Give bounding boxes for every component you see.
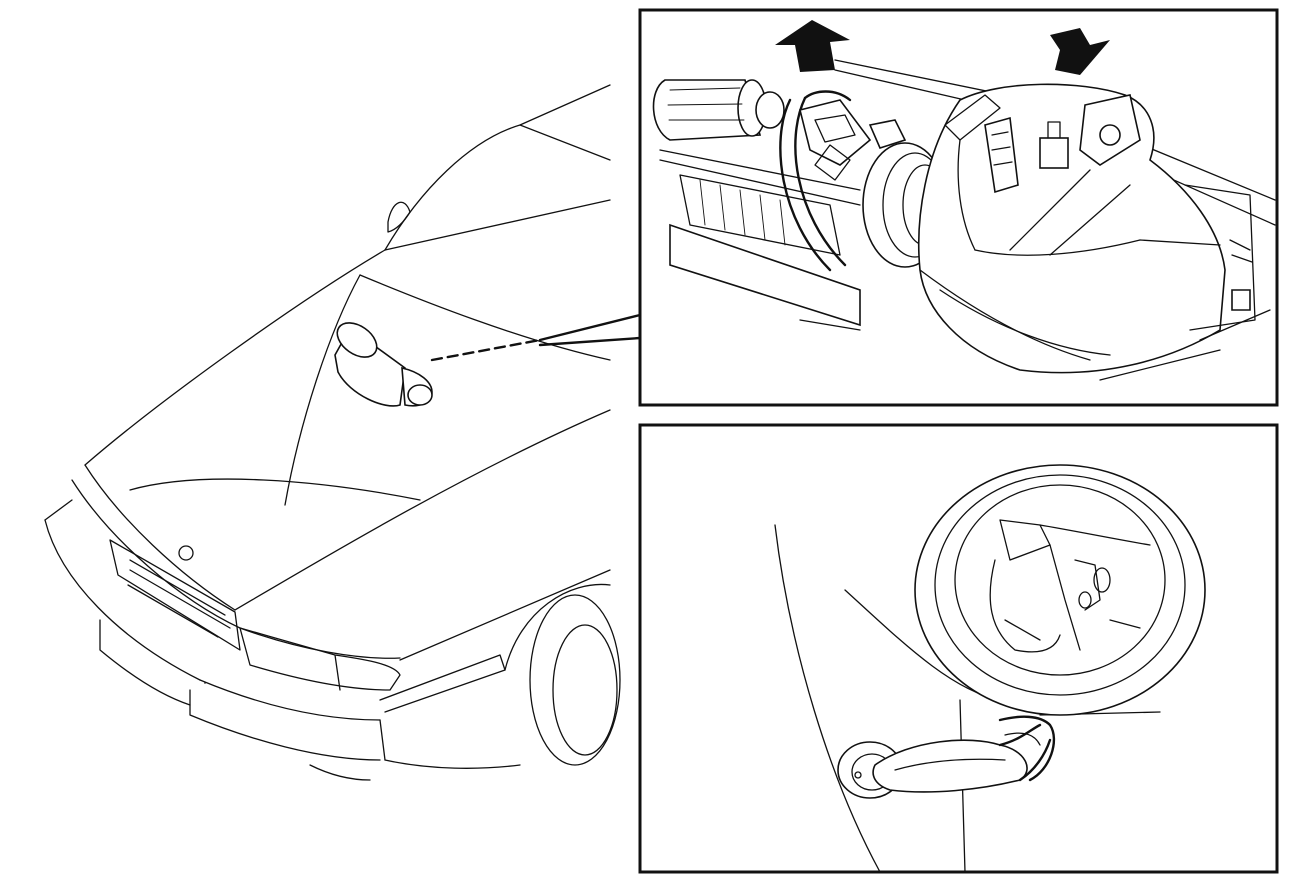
round-housing-icon [914,464,1206,716]
up-arrow-icon [775,20,850,72]
dashed-leader-line [430,313,642,362]
grommet-connector-icon [837,723,1052,799]
blower-motor-small-icon [334,322,433,407]
connector-icon [799,99,907,181]
motor-cylinder-icon [652,79,785,141]
car-front-icon [44,84,621,781]
detail-connector-grommet [638,423,1279,874]
down-arrow-icon [1050,28,1110,75]
blower-motor-icon [918,83,1271,381]
detail-blower-motor-removal [638,8,1279,407]
